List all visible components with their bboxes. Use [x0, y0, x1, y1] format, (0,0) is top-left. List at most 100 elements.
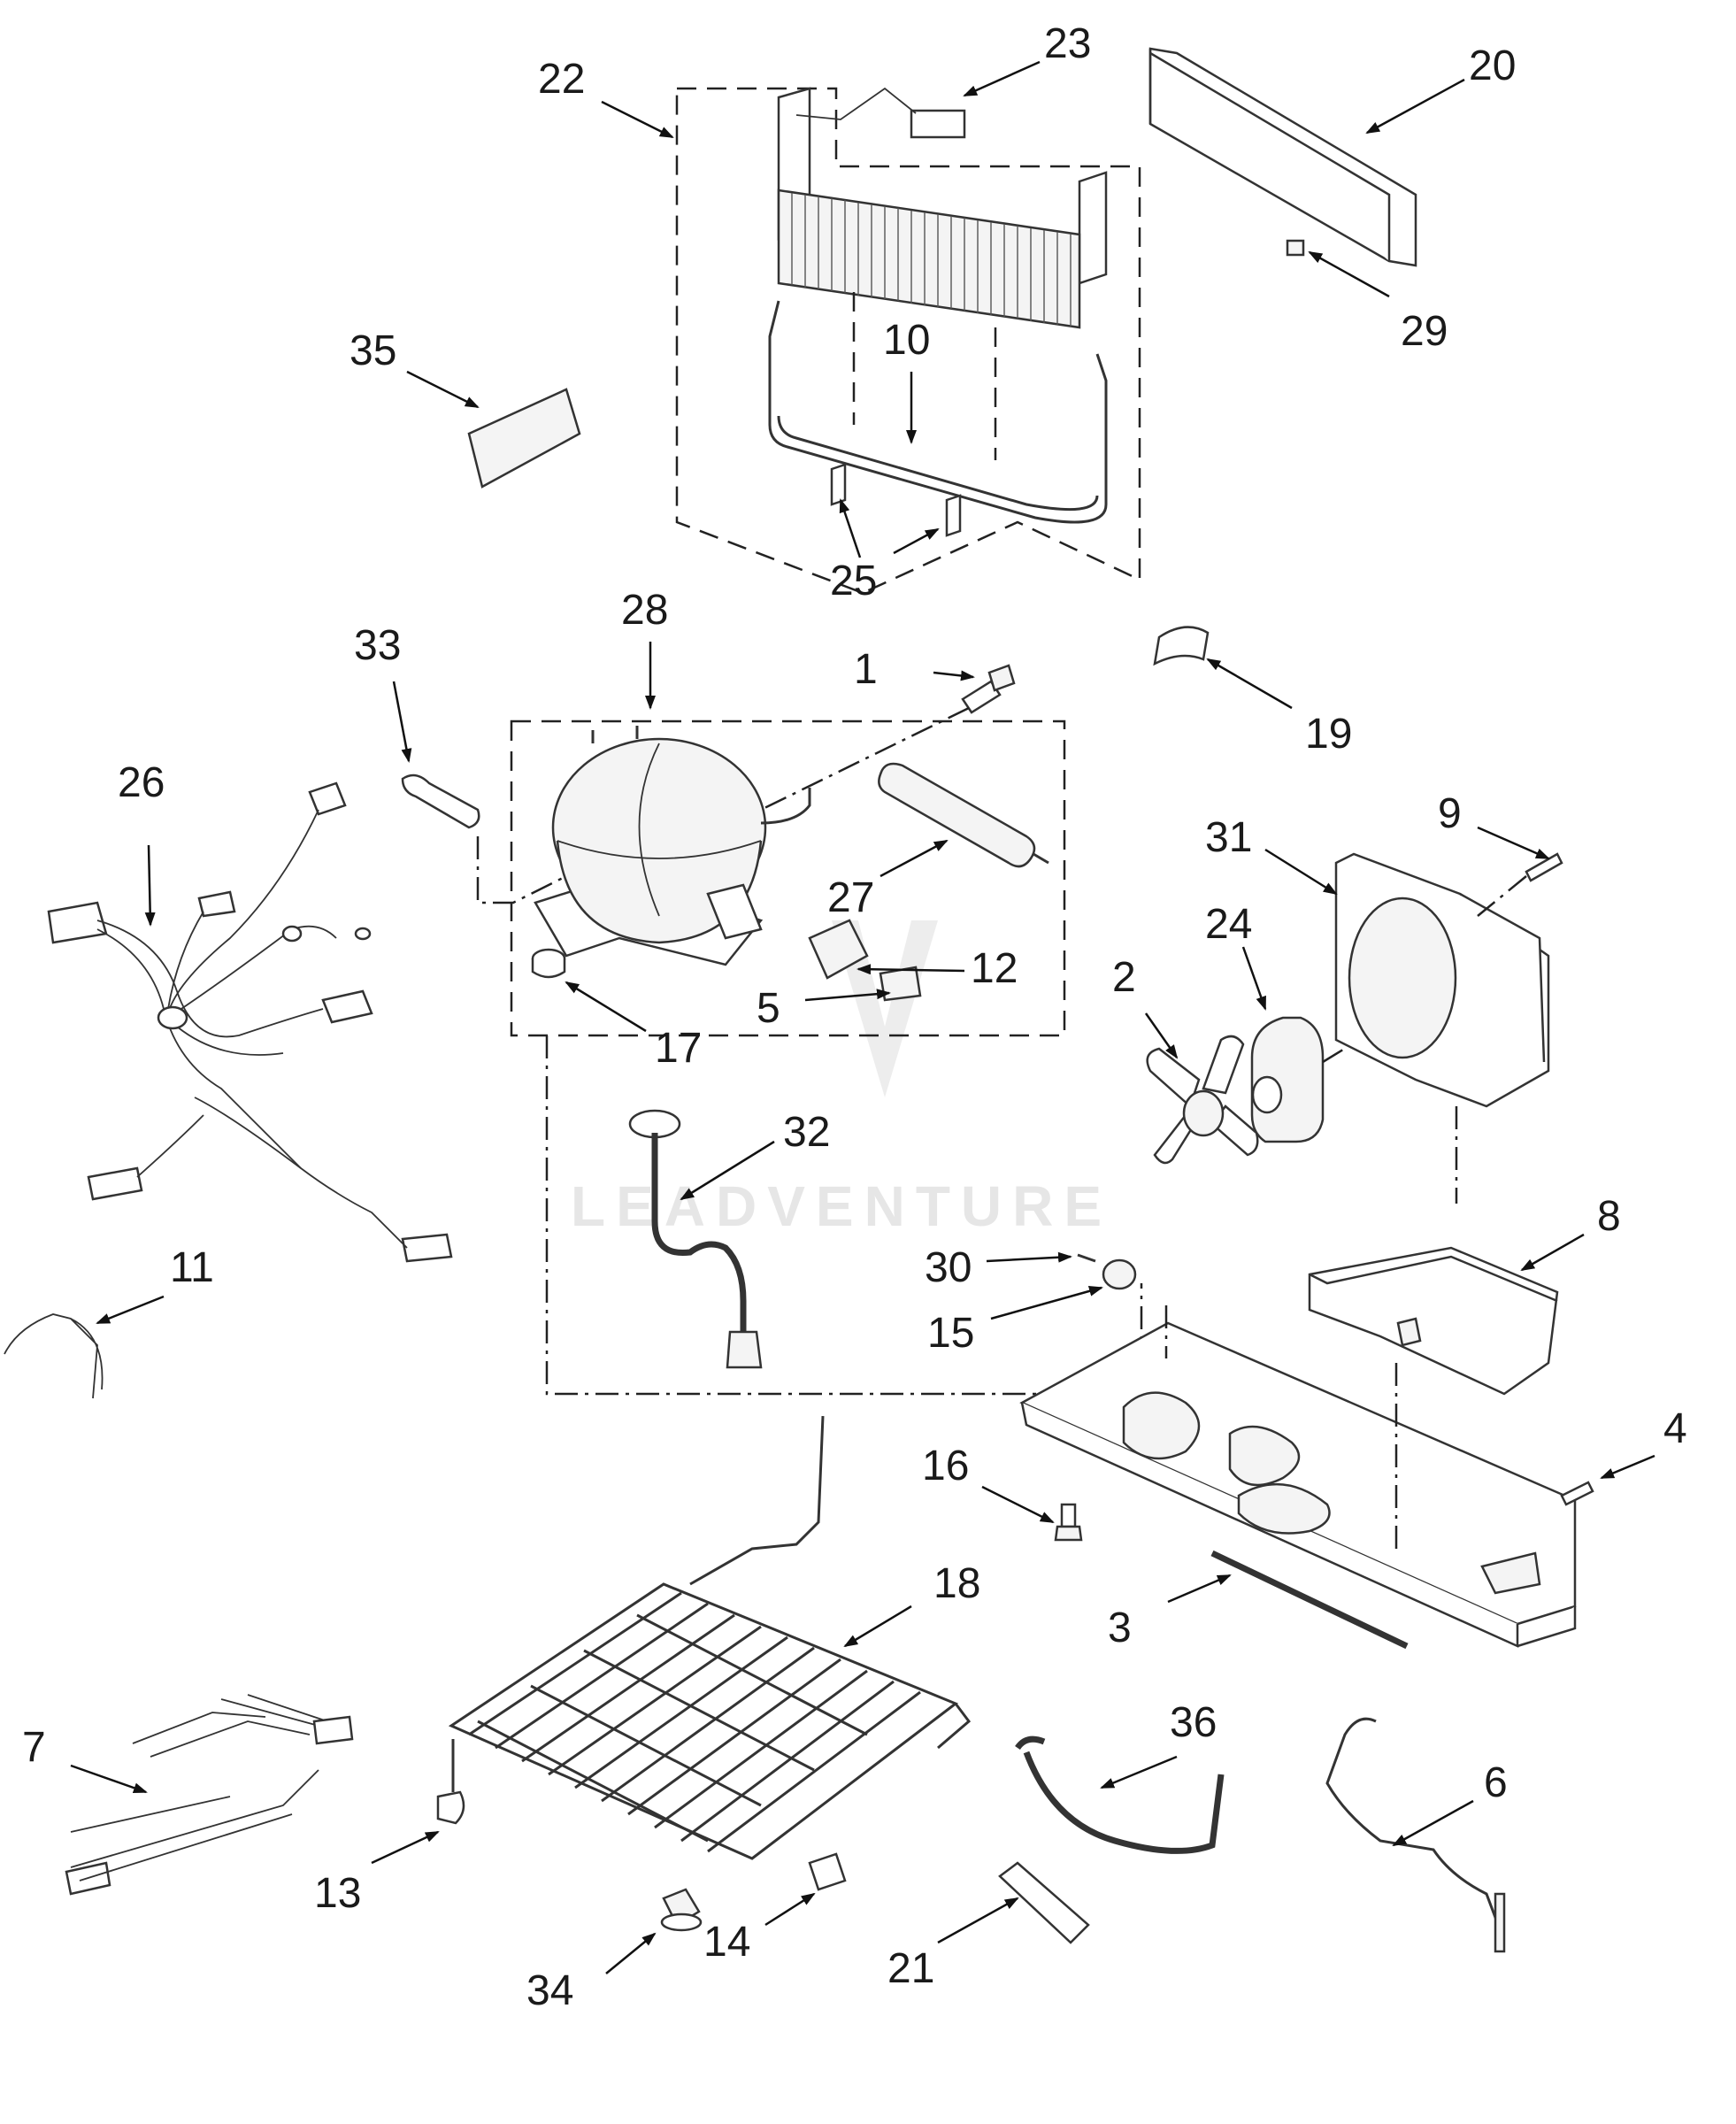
callout-18: 18 — [933, 1560, 980, 1607]
leader-1 — [933, 670, 975, 681]
harness-plug-end — [401, 1233, 453, 1263]
base-bracket — [1480, 1551, 1541, 1595]
callout-4: 4 — [1663, 1405, 1687, 1452]
leader-18 — [843, 1605, 912, 1648]
screw-16 — [1060, 1503, 1077, 1528]
foam-strip-link — [795, 87, 917, 120]
tray-8 — [1308, 1246, 1559, 1396]
callout-34: 34 — [526, 1967, 573, 2014]
callout-10: 10 — [883, 317, 930, 364]
callout-28: 28 — [621, 587, 668, 634]
leader-20 — [1365, 78, 1465, 135]
harness-plug-lower — [87, 1166, 143, 1201]
leader-17 — [565, 981, 647, 1033]
coil-cross — [477, 1613, 868, 1843]
screw-9 — [1525, 852, 1563, 882]
callout-13: 13 — [314, 1870, 361, 1917]
sleeve-21 — [998, 1861, 1090, 1944]
callout-3: 3 — [1108, 1605, 1132, 1651]
callout-21: 21 — [887, 1945, 934, 1992]
callout-17: 17 — [655, 1025, 702, 1072]
leader-32 — [680, 1140, 775, 1201]
discharge-tube — [651, 1133, 747, 1336]
fan-assembly — [1146, 852, 1563, 1204]
harness-ferrite — [157, 1005, 188, 1030]
base-pad-3 — [1237, 1482, 1331, 1535]
leader-13 — [371, 1830, 440, 1865]
panel-35-body — [467, 388, 581, 489]
callout-35: 35 — [350, 327, 396, 374]
watermark-text: LEADVENTURE — [571, 1174, 1112, 1238]
wire-11 — [4, 1313, 104, 1399]
callout-36: 36 — [1170, 1699, 1217, 1746]
callout-19: 19 — [1305, 711, 1352, 758]
leader-25a — [839, 498, 862, 558]
leader-3 — [1167, 1574, 1232, 1604]
callout-8: 8 — [1597, 1193, 1621, 1240]
condenser-loop-tube-inner — [777, 415, 1099, 512]
clip-right — [945, 494, 962, 537]
clip-19-body — [1153, 626, 1210, 666]
leader-7 — [70, 1764, 148, 1794]
condenser-boundary — [675, 87, 1141, 595]
callout-16: 16 — [922, 1443, 969, 1489]
leader-30 — [986, 1251, 1072, 1263]
condenser-fins — [791, 193, 1072, 327]
leader-33 — [392, 681, 412, 763]
callout-5: 5 — [757, 985, 780, 1032]
callout-2: 2 — [1112, 954, 1136, 1001]
leader-24 — [1241, 946, 1267, 1011]
leader-5 — [804, 989, 891, 1002]
callout-12: 12 — [971, 945, 1018, 992]
leader-29 — [1308, 250, 1390, 298]
tube-assembly — [545, 1035, 1143, 1396]
condenser-coil — [777, 189, 1081, 329]
panel-35 — [467, 388, 581, 489]
leader-lines — [70, 60, 1655, 1974]
condenser-assembly — [675, 87, 1141, 595]
callout-20: 20 — [1469, 42, 1516, 89]
fan-blade-2 — [1202, 1035, 1245, 1095]
leader-34 — [605, 1932, 657, 1974]
callout-labels: 1 2 3 4 5 6 7 8 9 10 11 12 13 14 15 16 1… — [22, 20, 1687, 2014]
leader-8 — [1520, 1233, 1585, 1272]
tube-connector — [726, 1330, 763, 1369]
leader-4 — [1600, 1454, 1655, 1480]
drier — [878, 762, 1036, 868]
grommet-14 — [808, 1852, 847, 1891]
mount-bracket — [401, 773, 480, 829]
leader-14 — [764, 1892, 816, 1927]
callout-23: 23 — [1044, 20, 1091, 67]
harness-7-plug-right — [312, 1715, 354, 1745]
relay — [808, 919, 869, 980]
callout-1: 1 — [854, 646, 878, 693]
cover-clip — [1286, 239, 1305, 257]
clip-19 — [1153, 626, 1210, 666]
callout-33: 33 — [354, 622, 401, 669]
terminal-box — [706, 883, 763, 940]
grommet-15 — [1102, 1258, 1137, 1290]
tube-36 — [1015, 1735, 1225, 1854]
coil-18 — [436, 1415, 972, 1932]
callout-15: 15 — [927, 1310, 974, 1357]
compressor-boundary — [510, 720, 1066, 1037]
base-plate — [1019, 1253, 1594, 1650]
harness-7 — [65, 1694, 354, 1896]
harness-plug-mid — [321, 989, 373, 1024]
callout-32: 32 — [783, 1109, 830, 1156]
callout-14: 14 — [703, 1919, 750, 1966]
leader-36 — [1100, 1755, 1178, 1789]
base-pad-2 — [1228, 1425, 1301, 1487]
pin-30 — [1077, 1253, 1096, 1263]
leader-19 — [1206, 658, 1293, 710]
callout-25: 25 — [830, 558, 877, 604]
compressor-assembly — [401, 664, 1066, 1037]
callout-27: 27 — [827, 874, 874, 921]
coil-runs — [468, 1591, 921, 1853]
foam-strip — [910, 109, 966, 139]
shroud-opening — [1348, 897, 1457, 1059]
tube-6 — [1325, 1717, 1502, 1930]
callout-24: 24 — [1205, 901, 1252, 948]
leader-35 — [406, 370, 480, 409]
